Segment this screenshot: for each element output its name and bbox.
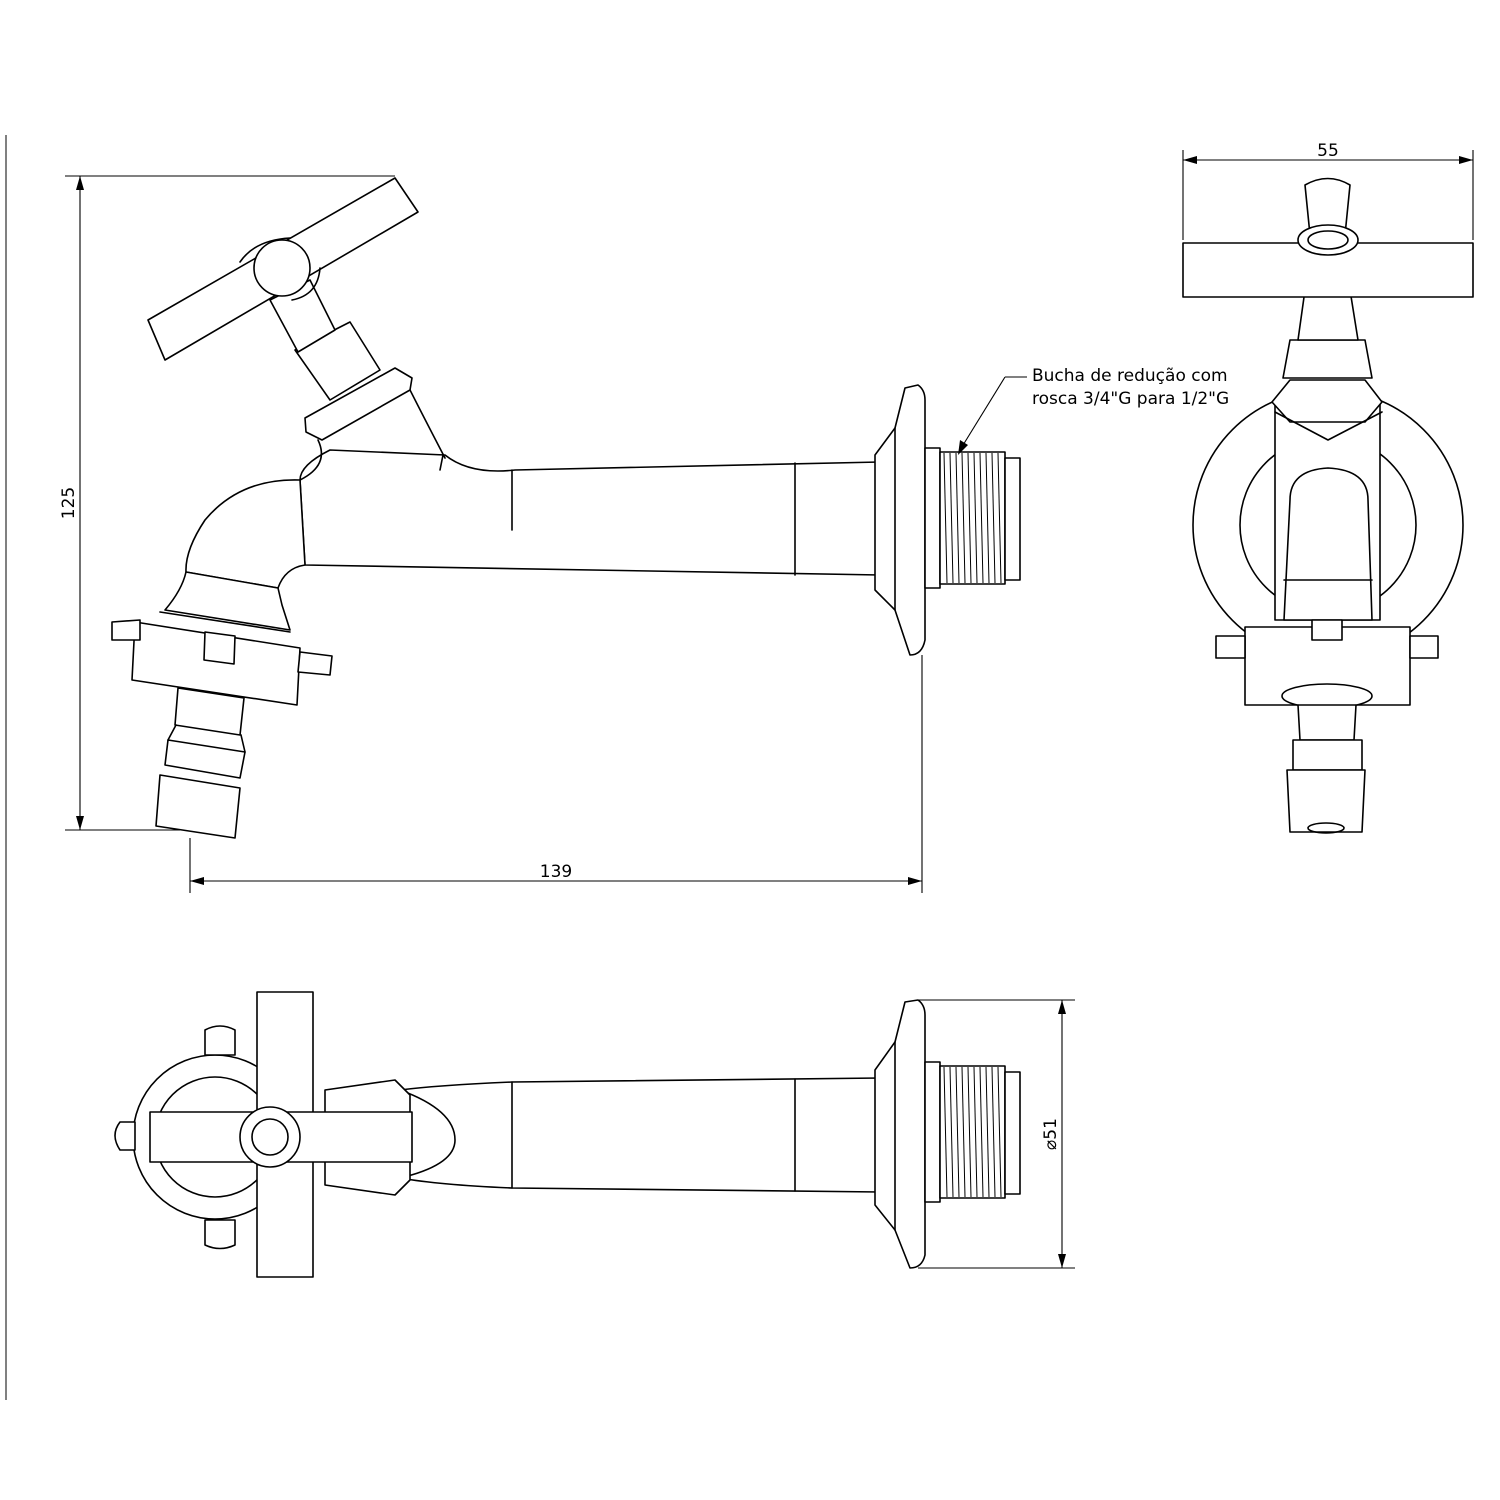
side-view-threads	[943, 452, 1002, 584]
height-label: 125	[59, 487, 79, 519]
thread-line	[997, 452, 1002, 584]
callout-line-1: Bucha de redução com	[1032, 366, 1228, 386]
thread-line	[967, 452, 972, 584]
thread-line	[979, 1066, 984, 1198]
thread-line	[973, 1066, 978, 1198]
thread-line	[967, 1066, 972, 1198]
side-view	[111, 177, 1021, 839]
callout-line-2: rosca 3/4"G para 1/2"G	[1032, 389, 1229, 409]
thread-line	[991, 1066, 996, 1198]
height-dimension: 125	[59, 175, 395, 831]
thread-line	[973, 452, 978, 584]
bushing-callout: Bucha de redução com rosca 3/4"G para 1/…	[958, 366, 1229, 455]
thread-line	[955, 1066, 960, 1198]
top-view-threads	[943, 1066, 1002, 1198]
thread-line	[955, 452, 960, 584]
length-dimension: 139	[189, 655, 923, 893]
thread-line	[949, 1066, 954, 1198]
thread-line	[961, 452, 966, 584]
thread-line	[979, 452, 984, 584]
thread-line	[943, 452, 948, 584]
thread-line	[991, 452, 996, 584]
thread-line	[985, 452, 990, 584]
length-label: 139	[540, 862, 572, 882]
diameter-dimension: ⌀51	[918, 999, 1075, 1269]
width-label: 55	[1317, 141, 1339, 161]
front-view	[1182, 177, 1474, 834]
thread-line	[949, 452, 954, 584]
top-view	[114, 991, 1021, 1278]
thread-line	[961, 1066, 966, 1198]
thread-line	[997, 1066, 1002, 1198]
width-dimension: 55	[1182, 141, 1474, 240]
thread-line	[985, 1066, 990, 1198]
thread-line	[943, 1066, 948, 1198]
diameter-label: ⌀51	[1041, 1118, 1061, 1150]
